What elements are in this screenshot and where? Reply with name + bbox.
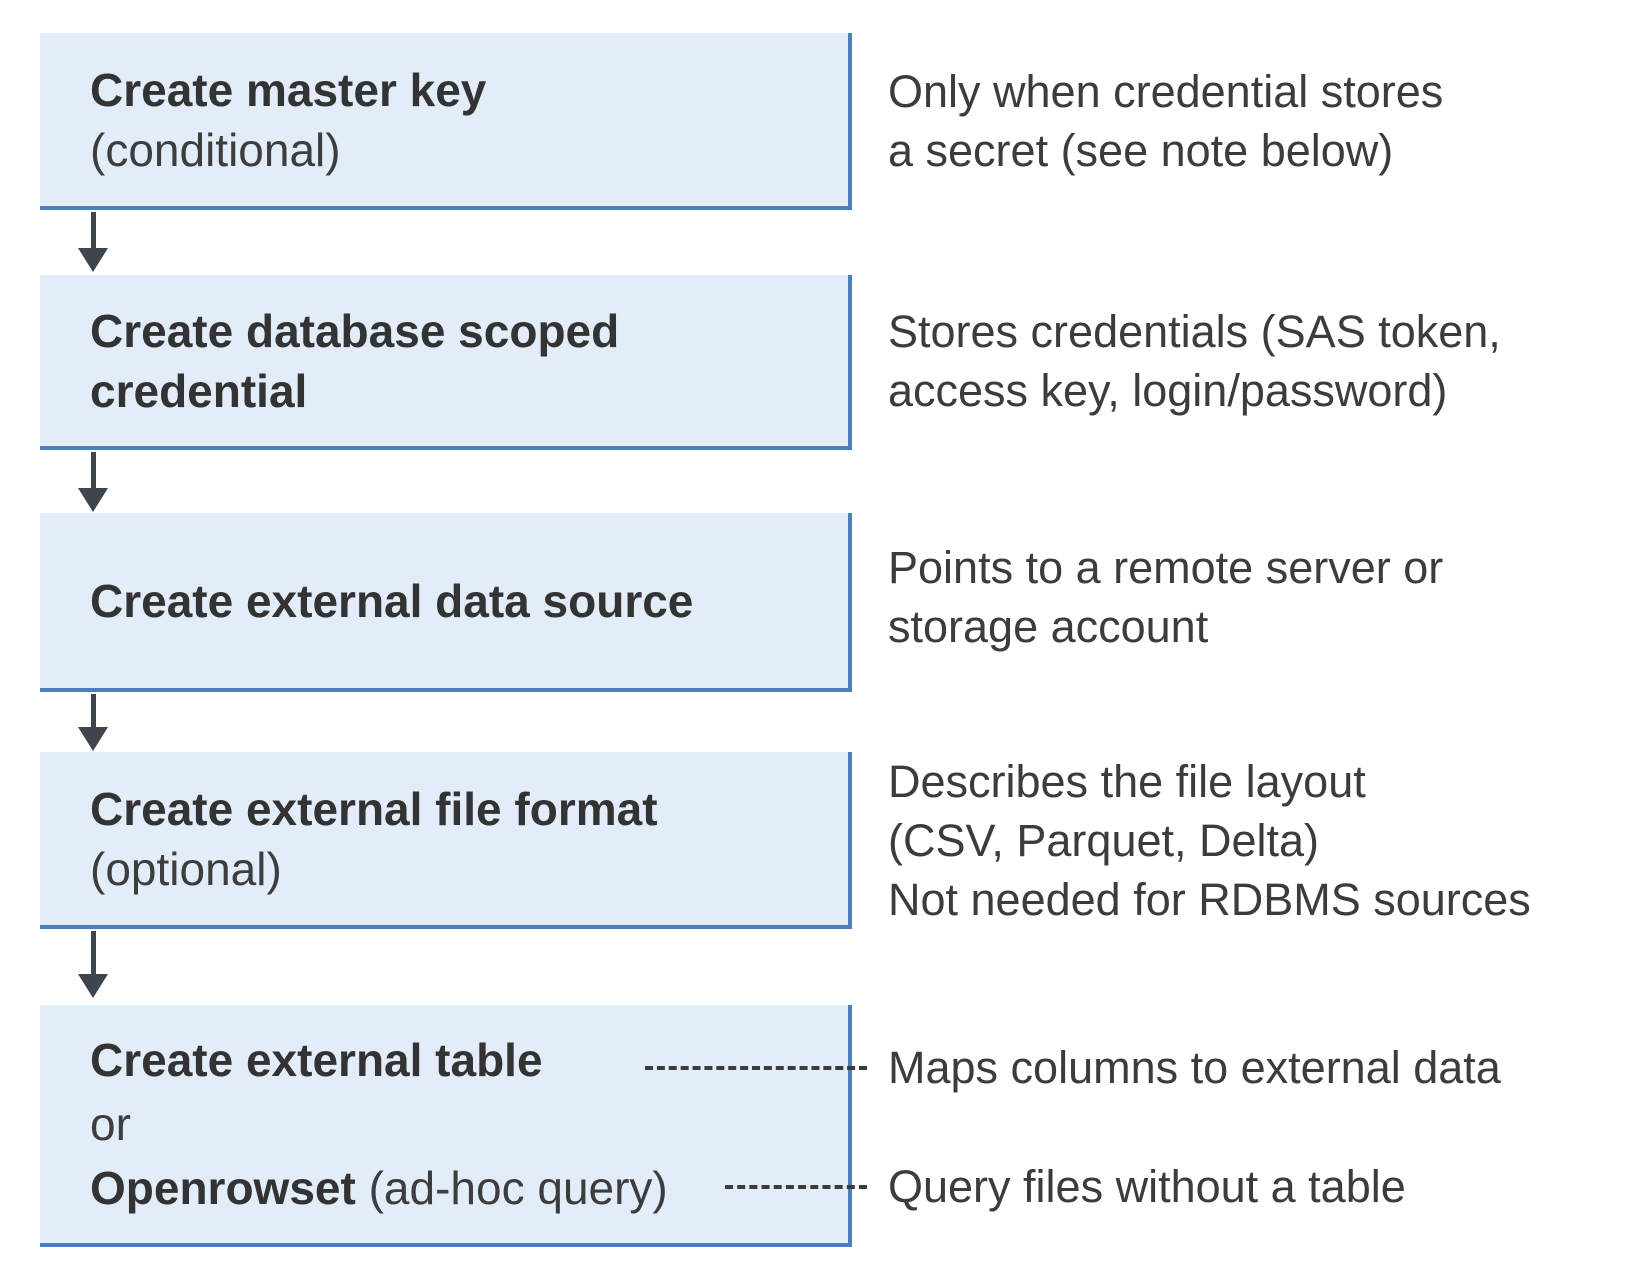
arrow-head-icon xyxy=(78,488,108,512)
description-line: storage account xyxy=(888,601,1209,652)
flow-arrow-down xyxy=(78,694,108,751)
description-line: Only when credential stores xyxy=(888,66,1444,117)
step-alt-title: Openrowset xyxy=(90,1162,356,1214)
description-line: Stores credentials (SAS token, xyxy=(888,306,1501,357)
arrow-head-icon xyxy=(78,974,108,998)
arrow-head-icon xyxy=(78,248,108,272)
connector-label-maps-columns: Maps columns to external data xyxy=(888,1042,1501,1093)
connector-label-query-files: Query files without a table xyxy=(888,1161,1406,1212)
description-line: (CSV, Parquet, Delta) xyxy=(888,815,1320,866)
step-box-create-master-key: Create master key (conditional) xyxy=(40,33,852,210)
flow-arrow-down xyxy=(78,452,108,512)
flow-arrow-down xyxy=(78,931,108,998)
arrow-stem xyxy=(90,694,96,727)
description-line: Not needed for RDBMS sources xyxy=(888,874,1531,925)
description-line: access key, login/password) xyxy=(888,365,1448,416)
description-line: Points to a remote server or xyxy=(888,542,1444,593)
step-box-external-data-source: Create external data source xyxy=(40,513,852,692)
step-title: Create database scoped xyxy=(90,304,620,357)
step-box-database-scoped-credential: Create database scoped credential xyxy=(40,275,852,450)
description-line: Describes the file layout xyxy=(888,756,1366,807)
arrow-stem xyxy=(90,212,96,248)
flow-arrow-down xyxy=(78,212,108,272)
step-box-external-file-format: Create external file format (optional) xyxy=(40,752,852,929)
step-note: (conditional) xyxy=(90,123,341,176)
step-alt-line: Openrowset (ad-hoc query) xyxy=(90,1156,848,1220)
step-description-master-key: Only when credential stores a secret (se… xyxy=(888,62,1443,180)
step-or-label: or xyxy=(90,1098,131,1150)
step-description-data-source: Points to a remote server or storage acc… xyxy=(888,538,1443,656)
step-title: Create external file format xyxy=(90,782,658,835)
step-box-external-table-openrowset: Create external table or Openrowset (ad-… xyxy=(40,1005,852,1247)
step-title: credential xyxy=(90,364,308,417)
step-title: Create master key xyxy=(90,63,487,116)
step-description-file-format: Describes the file layout (CSV, Parquet,… xyxy=(888,752,1531,929)
arrow-head-icon xyxy=(78,727,108,751)
step-title: Create external table xyxy=(90,1034,543,1086)
description-line: a secret (see note below) xyxy=(888,125,1394,176)
step-alt-note: (ad-hoc query) xyxy=(355,1162,668,1214)
dashed-connector-external-table xyxy=(645,1066,867,1070)
step-note: (optional) xyxy=(90,842,282,895)
arrow-stem xyxy=(90,931,96,974)
step-title: Create external data source xyxy=(90,574,694,627)
dashed-connector-openrowset xyxy=(725,1185,867,1189)
step-description-credential: Stores credentials (SAS token, access ke… xyxy=(888,302,1501,420)
arrow-stem xyxy=(90,452,96,488)
